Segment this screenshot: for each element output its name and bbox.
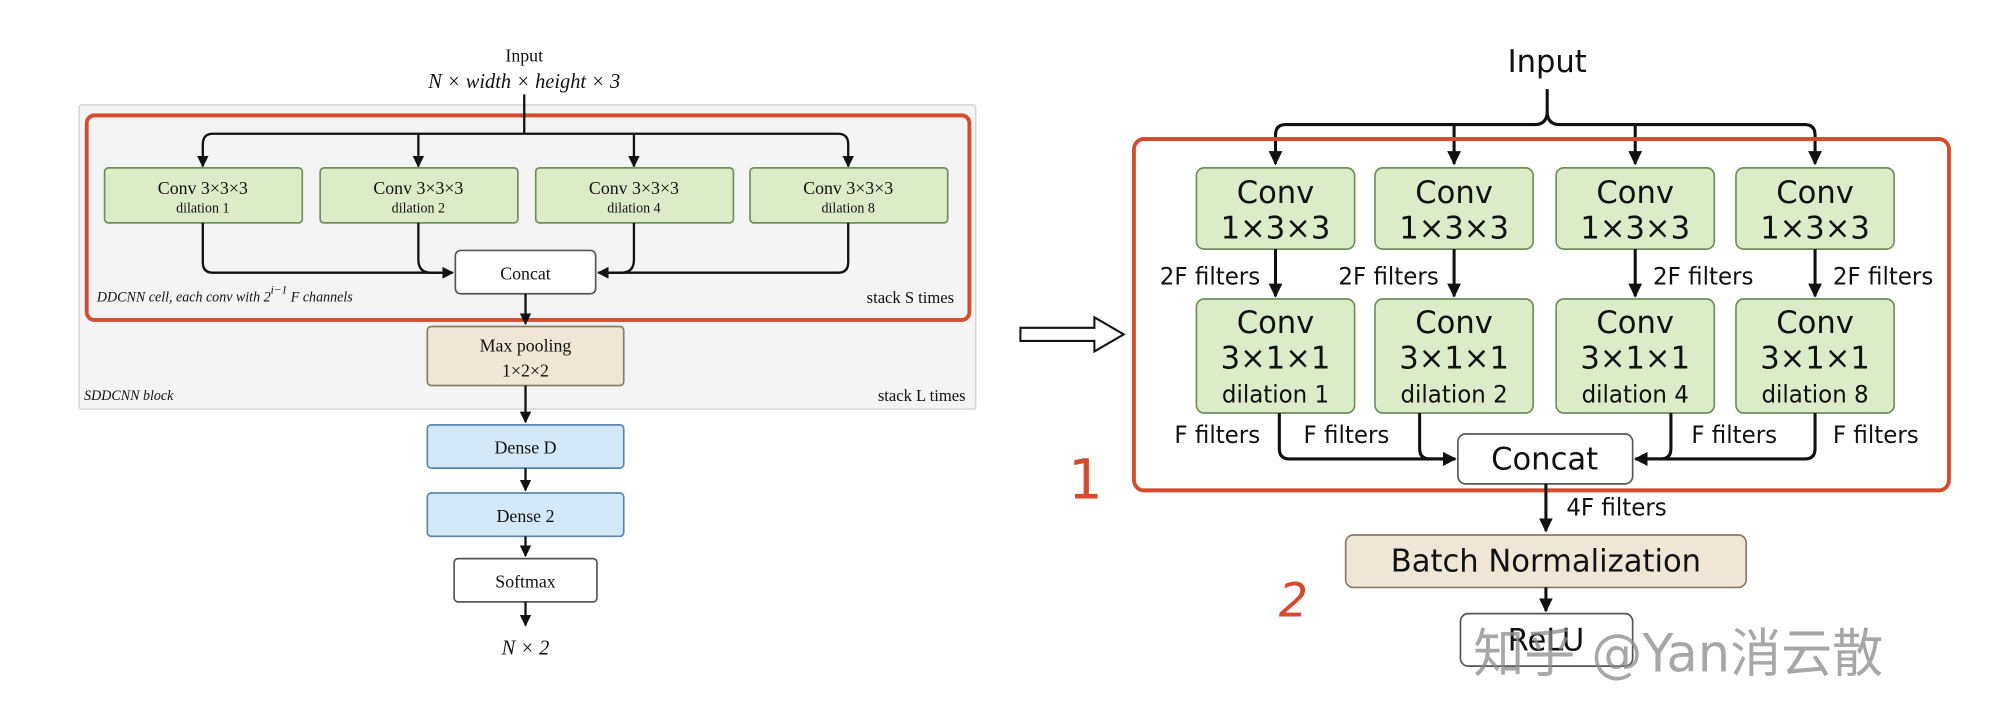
left-concat-label: Concat (500, 263, 551, 283)
right-conv1-title: Conv (1415, 175, 1493, 211)
right-dilation-label: dilation 1 (1222, 381, 1329, 408)
right-dilation-label: dilation 2 (1400, 381, 1507, 408)
hollow-right-arrow-icon (1019, 315, 1126, 354)
left-conv-label: Conv 3×3×3 (589, 178, 679, 198)
left-output-shape: N × 2 (501, 637, 550, 659)
right-conv2-title: Conv (1415, 305, 1493, 341)
left-input-shape: N × width × height × 3 (427, 71, 620, 93)
right-conv2-kernel: 3×1×1 (1399, 340, 1509, 376)
annotation-mark-1: 1 (1068, 448, 1102, 512)
dense-d-label: Dense D (495, 437, 557, 457)
relu-box (1459, 612, 1634, 667)
left-diagram: Input N × width × height × 3 Conv 3×3×3 … (78, 45, 977, 659)
right-out-filters-label: F filters (1304, 422, 1390, 449)
max-pooling-kernel: 1×2×2 (502, 360, 549, 380)
right-merge-connector-3 (1642, 413, 1673, 461)
right-branch-4: Conv 1×3×3 2F filters Conv 3×1×1 dilatio… (1735, 166, 1933, 414)
right-fan-connector-1 (1268, 89, 1549, 166)
softmax-box (453, 557, 598, 603)
right-conv2-title: Conv (1596, 305, 1674, 341)
right-conv1-title: Conv (1776, 175, 1854, 211)
left-conv-branch-2: Conv 3×3×3 dilation 2 (319, 166, 519, 224)
batch-norm-label: Batch Normalization (1391, 543, 1701, 579)
sddcnn-block-label: SDDCNN block (84, 388, 174, 404)
left-dilation-label: dilation 4 (607, 200, 660, 216)
right-conv1-kernel: 1×3×3 (1580, 210, 1690, 246)
left-conv-branch-4: Conv 3×3×3 dilation 8 (749, 166, 949, 224)
right-out-filters-label: F filters (1174, 422, 1260, 449)
concat-filters-label: 4F filters (1566, 494, 1666, 521)
right-out-filters-label: F filters (1691, 422, 1777, 449)
right-conv1-kernel: 1×3×3 (1221, 210, 1331, 246)
cell-repeat-label: stack S times (867, 288, 954, 307)
left-merge-connector-1 (201, 222, 454, 279)
right-conv1-kernel: 1×3×3 (1760, 210, 1870, 246)
right-mid-filters-label: 2F filters (1338, 263, 1438, 290)
right-conv2-title: Conv (1237, 305, 1315, 341)
right-mid-filters-label: 2F filters (1833, 263, 1933, 290)
right-conv2-box (1374, 298, 1534, 414)
left-fan-connector-4 (524, 132, 854, 168)
right-mid-filters-label: 2F filters (1653, 263, 1753, 290)
ddcnn-cell-label: DDCNN cell, each conv with 2i−1 F channe… (96, 284, 353, 306)
max-pooling-label: Max pooling (480, 335, 572, 355)
left-dilation-label: dilation 1 (176, 200, 229, 216)
left-merge-connector-2 (417, 222, 447, 274)
left-conv-label: Conv 3×3×3 (373, 178, 463, 198)
left-conv-branch-3: Conv 3×3×3 dilation 4 (534, 166, 735, 224)
right-merge-connector-4 (1633, 413, 1817, 467)
right-concat-label: Concat (1491, 441, 1598, 477)
right-branch-3: Conv 1×3×3 2F filters Conv 3×1×1 dilatio… (1555, 166, 1753, 414)
annotation-mark-2: 2 (1279, 573, 1308, 628)
block-repeat-label: stack L times (878, 386, 966, 405)
right-conv2-box (1555, 298, 1716, 414)
right-branch-1: Conv 1×3×3 2F filters Conv 3×1×1 dilatio… (1160, 166, 1356, 414)
left-fan-connector-1 (197, 132, 525, 168)
right-conv2-kernel: 3×1×1 (1760, 340, 1870, 376)
right-mid-filters-label: 2F filters (1160, 263, 1260, 290)
right-diagram: Input Conv 1×3×3 2F filters Conv 3×1×1 d… (1132, 44, 1951, 667)
right-conv1-title: Conv (1596, 175, 1674, 211)
right-merge-connector-2 (1418, 413, 1449, 461)
right-conv1-kernel: 1×3×3 (1399, 210, 1509, 246)
right-dilation-label: dilation 8 (1761, 381, 1868, 408)
relu-label: ReLU (1508, 622, 1585, 658)
left-dilation-label: dilation 2 (392, 200, 445, 216)
right-fan-connector-4 (1545, 111, 1822, 166)
right-conv2-kernel: 3×1×1 (1580, 340, 1690, 376)
left-dilation-label: dilation 8 (822, 200, 875, 216)
right-out-filters-label: F filters (1833, 422, 1919, 449)
left-input-label: Input (505, 45, 543, 65)
left-merge-connector-4 (597, 222, 850, 279)
right-input-label: Input (1508, 44, 1587, 80)
right-branch-2: Conv 1×3×3 2F filters Conv 3×1×1 dilatio… (1338, 166, 1534, 414)
left-conv-label: Conv 3×3×3 (803, 178, 893, 198)
right-conv2-title: Conv (1776, 305, 1854, 341)
right-dilation-label: dilation 4 (1582, 381, 1689, 408)
left-conv-branch-1: Conv 3×3×3 dilation 1 (103, 166, 304, 224)
left-conv-label: Conv 3×3×3 (158, 178, 248, 198)
right-highlight-frame (1132, 137, 1951, 493)
right-conv2-kernel: 3×1×1 (1221, 340, 1331, 376)
right-merge-connector-1 (1277, 413, 1457, 467)
right-conv1-title: Conv (1237, 175, 1315, 211)
softmax-label: Softmax (495, 571, 555, 591)
watermark: 知乎 @Yan消云散 (1473, 624, 1883, 685)
right-conv2-box (1195, 298, 1356, 414)
dense-2-label: Dense 2 (497, 506, 555, 526)
